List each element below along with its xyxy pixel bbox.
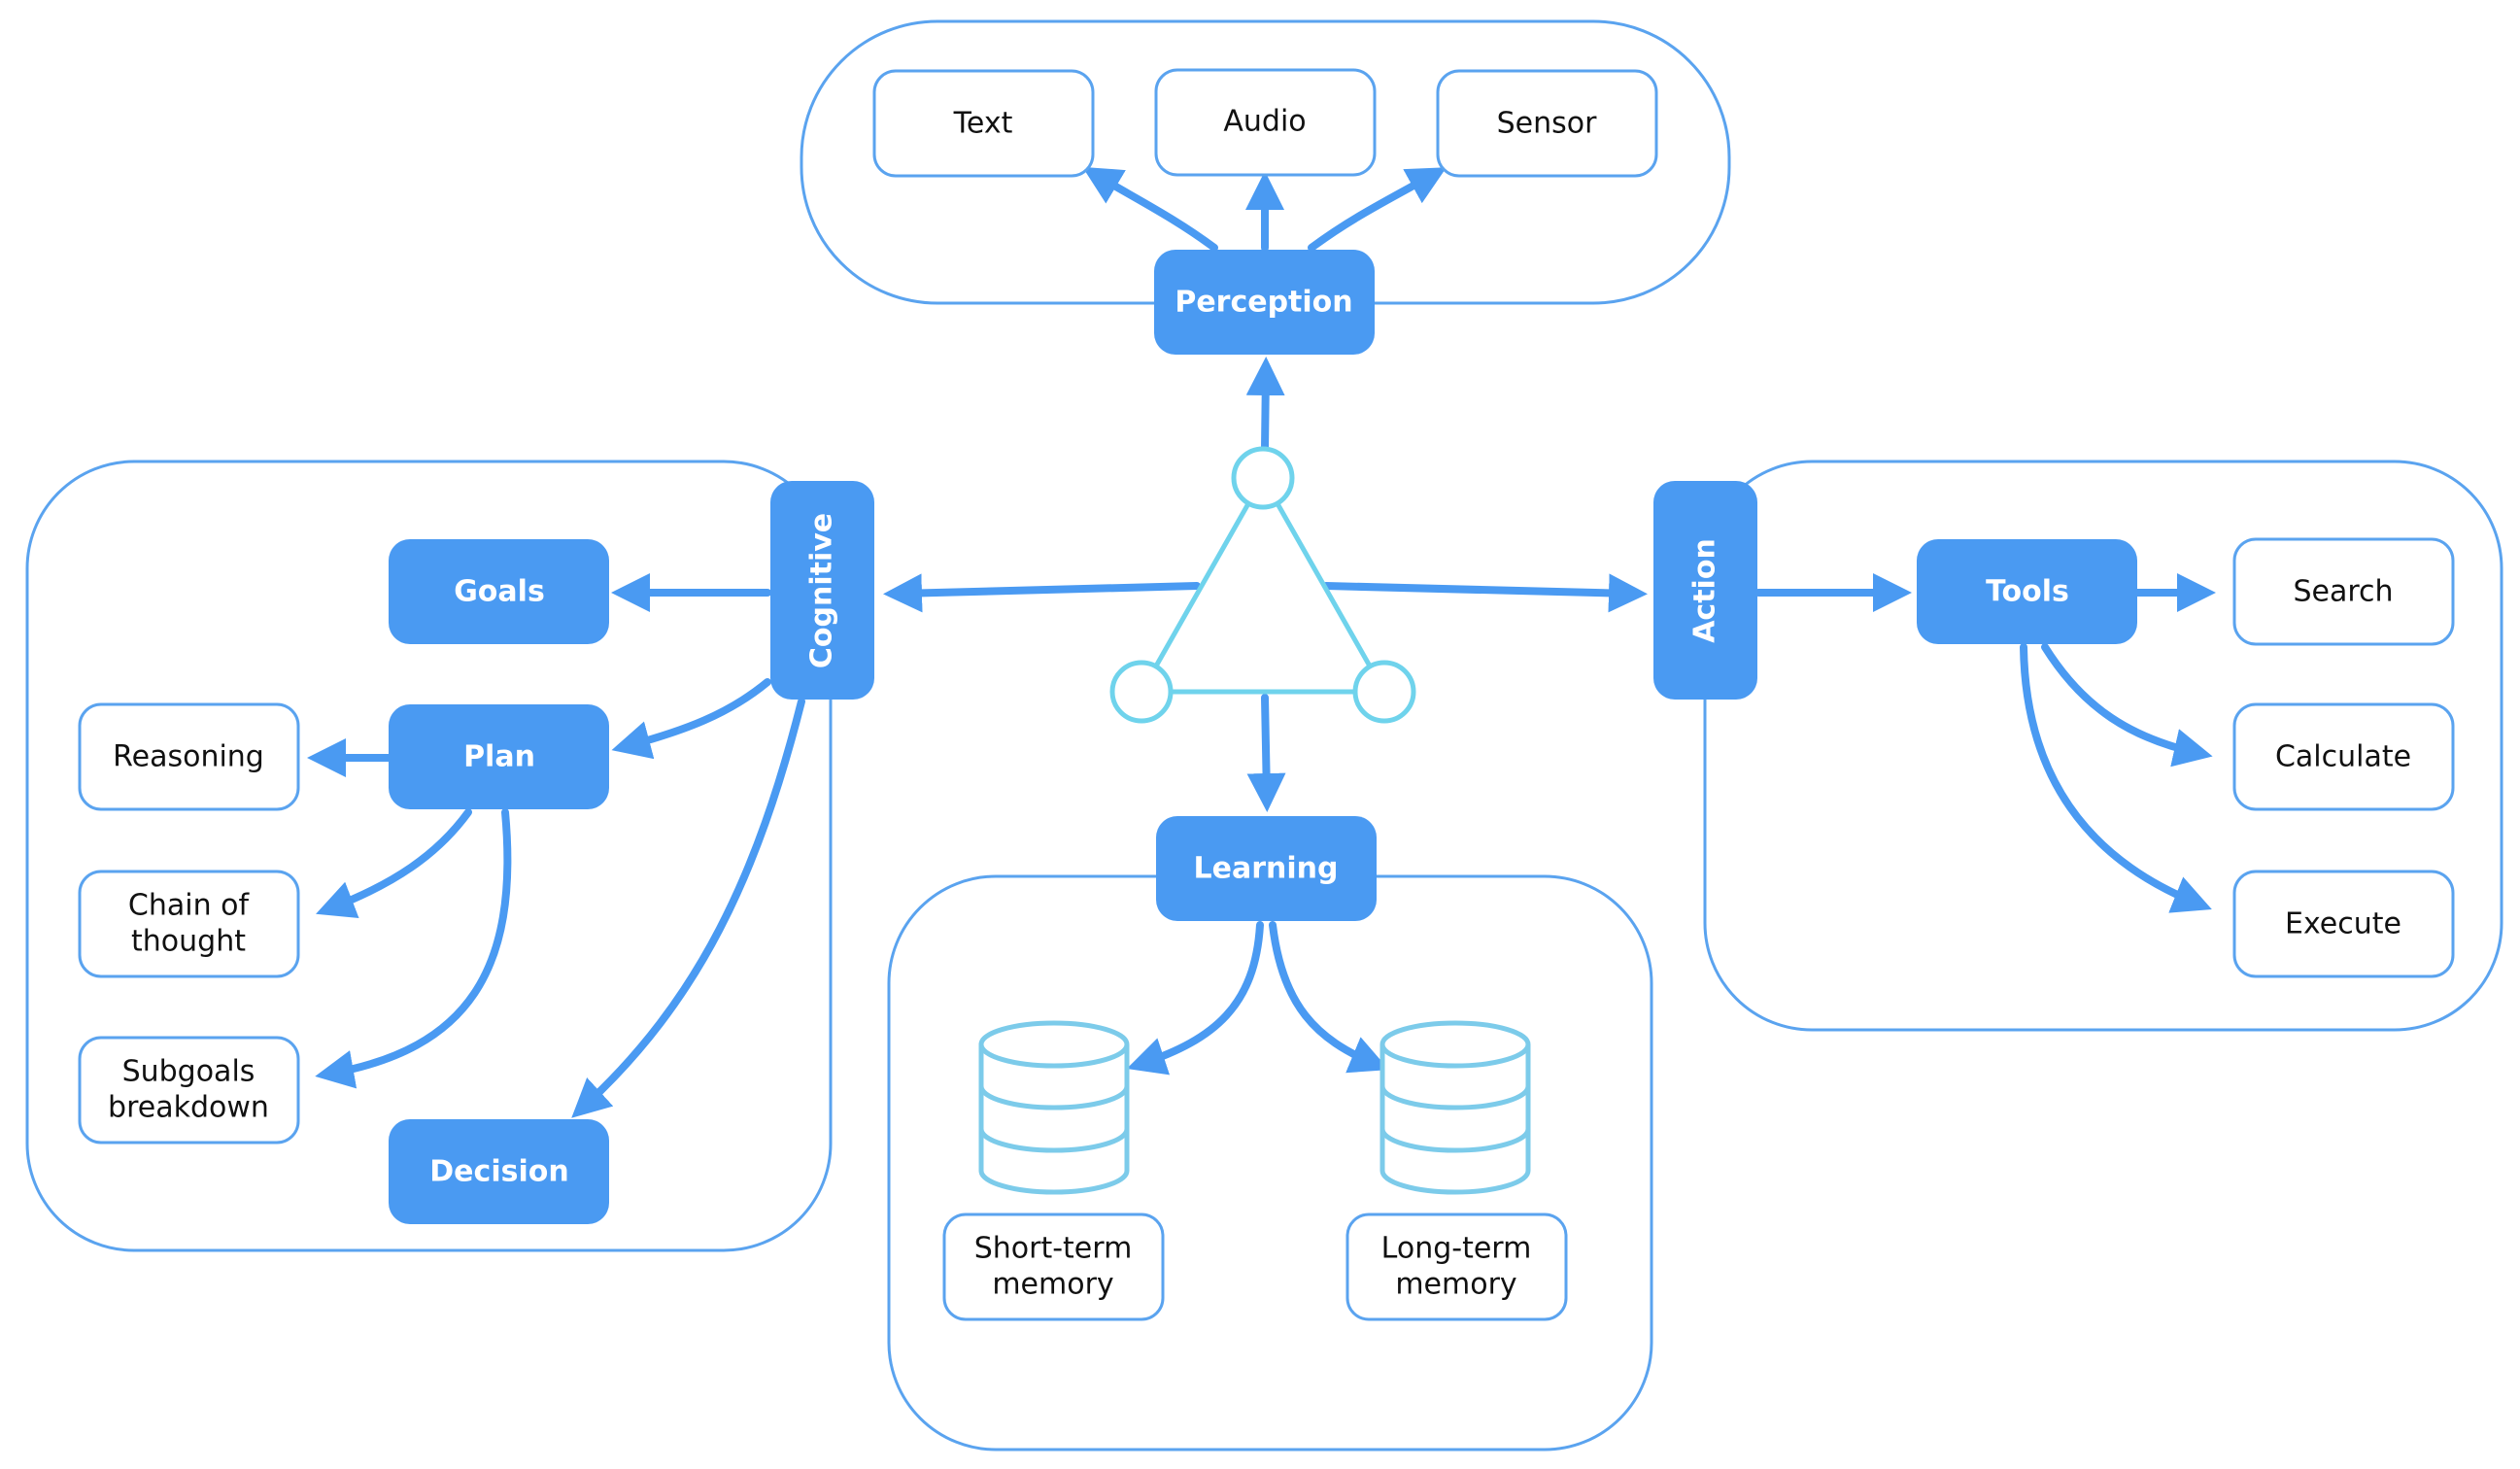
hub-node-right: [1352, 660, 1416, 724]
short-term-database-icon: [978, 1020, 1130, 1195]
long-term-db-top: [1379, 1020, 1531, 1069]
short-term-db-band-2: [978, 1128, 1130, 1153]
audio-input-label: Audio: [1223, 105, 1306, 139]
outline-labels: Text Audio Sensor Reasoning Chain of tho…: [108, 105, 2411, 1302]
long-term-memory-label-line-2: memory: [1395, 1268, 1516, 1302]
edge-learning-short-term: [1126, 921, 1264, 1076]
long-term-memory-node[interactable]: [1345, 1213, 1568, 1321]
edge-learning-long-term: [1269, 921, 1389, 1074]
action-group: [1703, 460, 2503, 1032]
cognitive-group: [25, 460, 833, 1252]
decision-node[interactable]: [389, 1119, 609, 1224]
goals-label: Goals: [454, 575, 545, 609]
calculate-node[interactable]: [2232, 702, 2455, 811]
plan-label: Plan: [463, 740, 535, 774]
edge-cognitive-plan: [611, 678, 771, 760]
edge-hub-action: [1322, 573, 1648, 613]
chain-of-thought-label-line-1: Chain of: [128, 889, 251, 923]
sensor-input-node[interactable]: [1436, 69, 1658, 178]
short-term-db-band-1: [978, 1085, 1130, 1110]
short-term-memory-node[interactable]: [942, 1213, 1165, 1321]
text-input-node[interactable]: [872, 69, 1095, 178]
decision-label: Decision: [429, 1155, 568, 1189]
action-label: Action: [1688, 538, 1722, 643]
filled-nodes: Perception Cognitive Action Learning Goa…: [389, 250, 2137, 1224]
learning-label: Learning: [1194, 852, 1339, 886]
long-term-db-body: [1379, 1044, 1531, 1195]
plan-node[interactable]: [389, 704, 609, 809]
long-term-memory-label-line-1: Long-term: [1381, 1232, 1532, 1266]
edge-cognitive-decision: [571, 698, 805, 1118]
search-label: Search: [2293, 575, 2393, 609]
subgoals-breakdown-label-line-1: Subgoals: [122, 1055, 255, 1089]
short-term-db-top: [978, 1020, 1130, 1069]
tools-label: Tools: [1986, 575, 2069, 609]
edge-hub-perception: [1245, 357, 1285, 453]
short-term-memory-label-line-2: memory: [992, 1268, 1113, 1302]
cognitive-label: Cognitive: [805, 513, 839, 668]
reasoning-node[interactable]: [78, 702, 300, 811]
tools-node[interactable]: [1917, 539, 2137, 644]
edge-perception-text: [1082, 166, 1218, 252]
hub-triangle-shape: [1137, 472, 1389, 695]
edge-perception-sensor: [1308, 167, 1447, 252]
cognitive-node[interactable]: [770, 481, 874, 700]
execute-node[interactable]: [2232, 870, 2455, 978]
edge-tools-calculate: [2041, 643, 2213, 768]
edge-tools-execute: [2020, 643, 2212, 913]
perception-label: Perception: [1175, 286, 1352, 320]
edge-plan-subgoals: [315, 808, 512, 1089]
long-term-db-band-1: [1379, 1085, 1531, 1110]
edges: [307, 166, 2216, 1118]
perception-node[interactable]: [1154, 250, 1375, 355]
long-term-db-band-2: [1379, 1128, 1531, 1153]
action-node[interactable]: [1653, 481, 1757, 700]
hub-triangle: [1109, 446, 1416, 724]
edge-plan-chain: [316, 808, 472, 919]
subgoals-breakdown-label-line-2: breakdown: [108, 1091, 269, 1125]
search-node[interactable]: [2232, 537, 2455, 646]
sensor-input-label: Sensor: [1497, 107, 1597, 141]
audio-input-node[interactable]: [1154, 68, 1377, 177]
chain-of-thought-label-line-2: thought: [131, 925, 246, 959]
short-term-db-body: [978, 1044, 1130, 1195]
hub-node-top: [1231, 446, 1295, 510]
edge-hub-cognitive: [883, 573, 1201, 613]
outline-nodes: [78, 68, 2455, 1321]
reasoning-label: Reasoning: [113, 740, 264, 774]
goals-node[interactable]: [389, 539, 609, 644]
execute-label: Execute: [2285, 907, 2401, 941]
subgoals-breakdown-node[interactable]: [78, 1036, 300, 1144]
long-term-database-icon: [1379, 1020, 1531, 1195]
text-input-label: Text: [953, 107, 1013, 141]
edge-hub-learning: [1246, 694, 1286, 812]
chain-of-thought-node[interactable]: [78, 870, 300, 978]
calculate-label: Calculate: [2275, 740, 2411, 774]
learning-node[interactable]: [1156, 816, 1377, 921]
hub-node-left: [1109, 660, 1174, 724]
short-term-memory-label-line-1: Short-term: [974, 1232, 1133, 1266]
